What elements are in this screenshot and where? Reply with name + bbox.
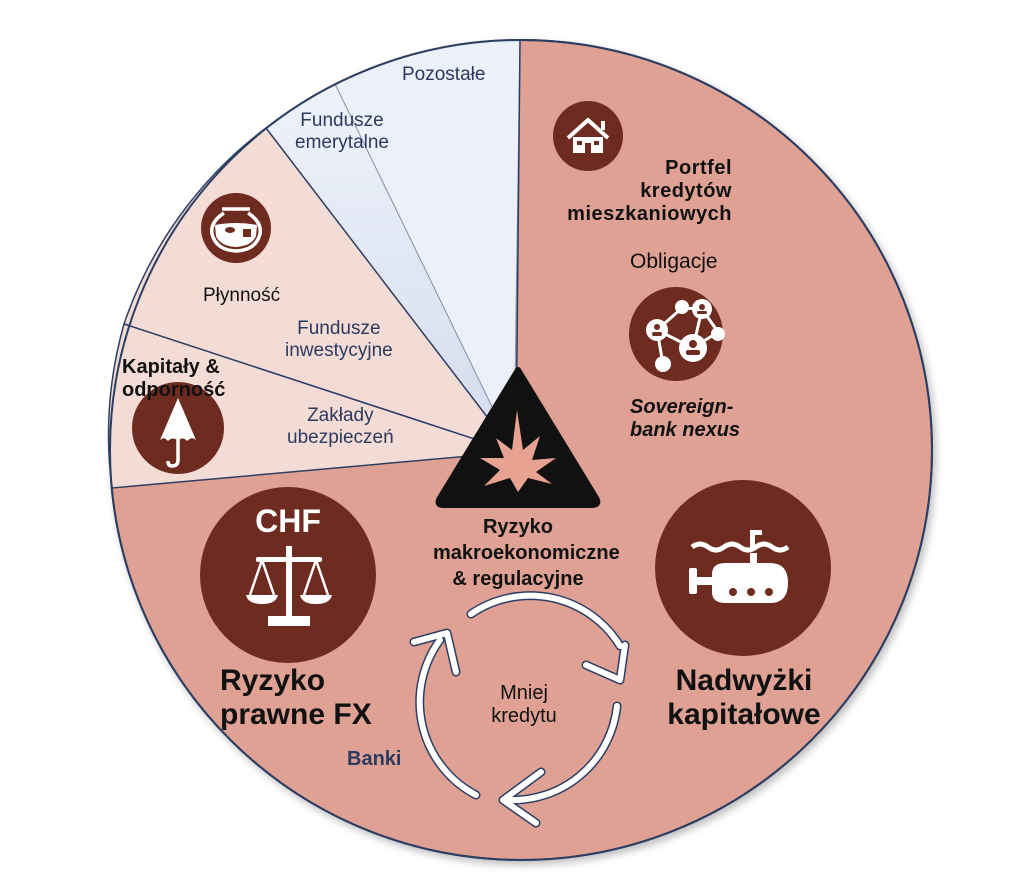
label-sovereign-bank-nexus: Sovereign-bank nexus: [630, 396, 741, 441]
sector-label-pozostale: Pozostałe: [402, 64, 486, 85]
label-capital-resilience: Kapitały &odporność: [122, 356, 226, 401]
network-icon: [629, 287, 725, 381]
label-liquidity: Płynność: [203, 285, 281, 306]
fishbowl-icon: [201, 193, 271, 263]
sector-label-banki: Banki: [347, 748, 402, 770]
house-icon: [553, 101, 623, 171]
submarine-icon: [655, 480, 831, 656]
chf-label: CHF: [255, 503, 321, 539]
cycle-arrows-icon: [409, 591, 630, 828]
scales-icon: [200, 487, 376, 663]
explosion-warning-icon: [435, 367, 601, 508]
label-bonds: Obligacje: [630, 250, 718, 273]
umbrella-icon: [132, 382, 224, 474]
pie-outline: [109, 39, 933, 861]
